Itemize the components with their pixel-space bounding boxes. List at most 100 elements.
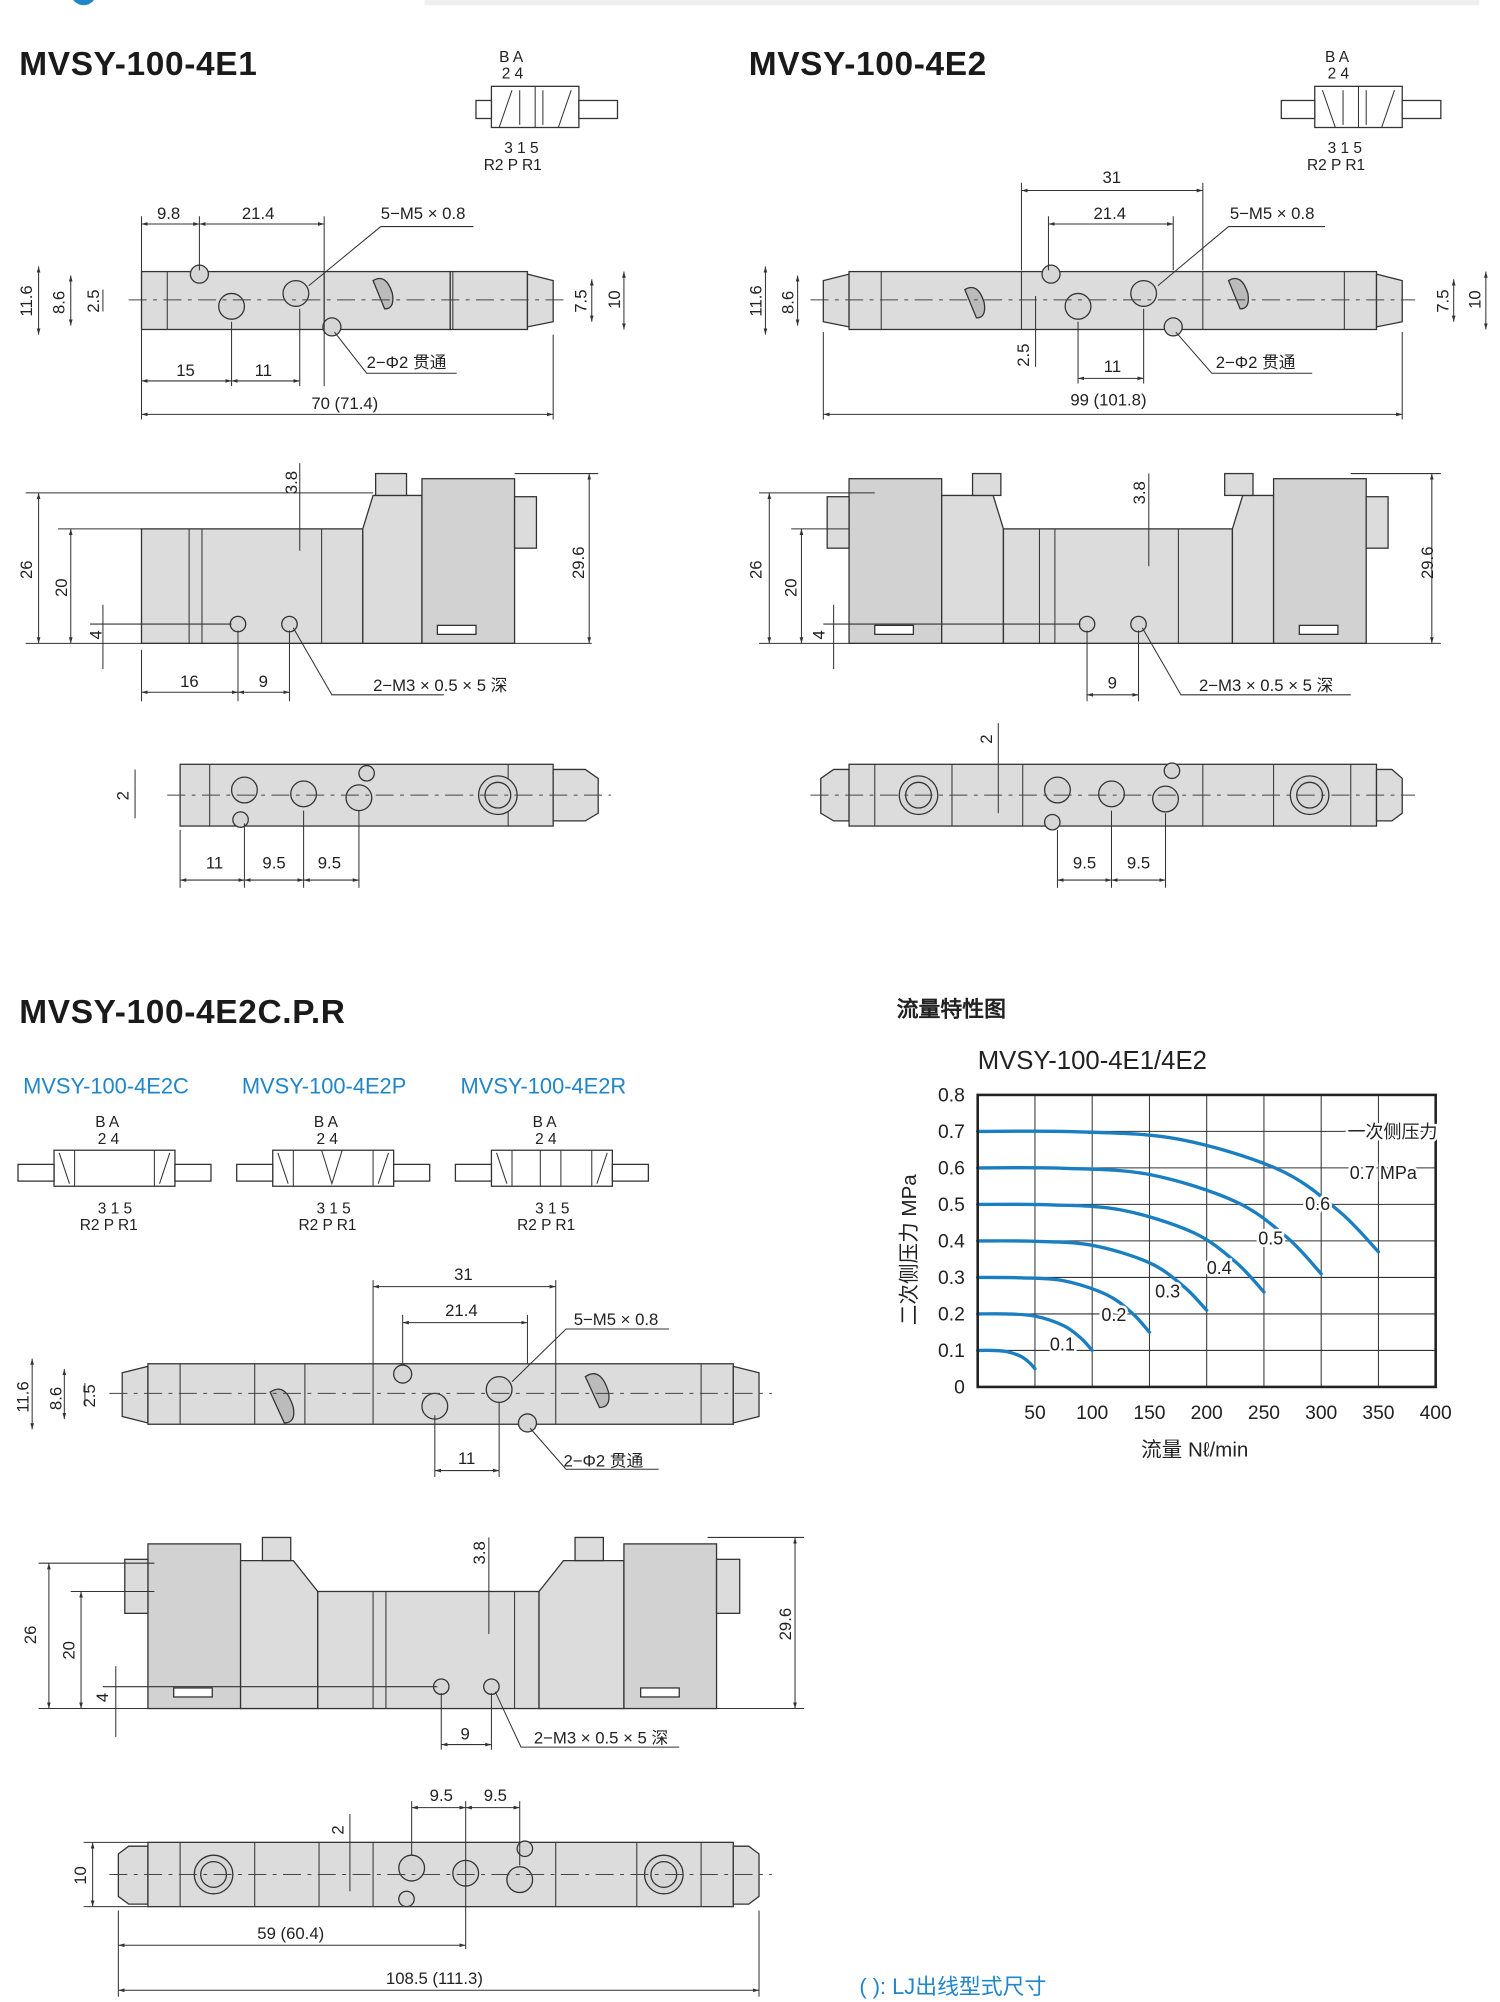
series-label: 0.4 (1207, 1258, 1232, 1278)
mount-hole (517, 1413, 538, 1433)
port-hole (218, 292, 246, 320)
solenoid-coil (147, 1543, 242, 1710)
port-numbers-top: 2 4 (316, 1131, 338, 1148)
port-letters-bottom: R2 P R1 (517, 1217, 575, 1234)
port-letters-top: B A (499, 49, 524, 66)
valve-symbol-box (53, 1149, 176, 1187)
y-tick-label: 0.2 (938, 1304, 965, 1325)
dim-label: 20 (781, 578, 800, 597)
variant-4e2c: MVSY-100-4E2C B A 2 4 3 1 5 R2 P R1 (17, 1074, 212, 1234)
variant-4e2r: MVSY-100-4E2R B A 2 4 3 1 5 R2 P R1 (454, 1074, 650, 1234)
side-view: 3.8 26 20 4 29.6 9 2−M3 × 0.5 × 5 深 (21, 1536, 805, 1750)
dim-label: 15 (176, 361, 195, 380)
dim-label: 21.4 (1093, 204, 1126, 223)
section-4e1: MVSY-100-4E1 B A 2 4 3 1 5 R2 P R1 (17, 46, 626, 888)
solenoid-right-icon (1401, 99, 1442, 120)
valve-symbol-box (490, 1149, 613, 1187)
dim-label: 9 (461, 1724, 470, 1743)
thread-hole (281, 615, 298, 633)
port-letters-bottom: R2 P R1 (1307, 157, 1365, 174)
y-tick-label: 0 (954, 1377, 965, 1398)
dim-label: 29.6 (569, 546, 588, 579)
dim-label: 3.8 (470, 1541, 489, 1564)
dim-label: 21.4 (445, 1301, 478, 1320)
section-title: MVSY-100-4E1 (19, 46, 257, 83)
manual-override-icon (1227, 277, 1249, 310)
series-curve-0.1 (976, 1348, 1037, 1371)
dim-label: 29.6 (776, 1608, 795, 1641)
port-hole (282, 279, 310, 307)
solenoid-right-icon (174, 1163, 212, 1182)
port-numbers-bottom: 3 1 5 (504, 140, 538, 157)
port-numbers-top: 2 4 (98, 1131, 120, 1148)
banner-logo-fragment (73, 0, 95, 6)
through-hole-callout: 2−Φ2 贯通 (1216, 353, 1296, 372)
chart-heading: 流量特性图 (897, 996, 1006, 1021)
series-label: 0.3 (1155, 1282, 1180, 1302)
dim-label: 9.5 (430, 1786, 453, 1805)
x-tick-label: 400 (1420, 1403, 1452, 1424)
x-tick-label: 250 (1248, 1403, 1280, 1424)
port-numbers-top: 2 4 (1328, 66, 1350, 83)
dim-label: 2.5 (1014, 344, 1033, 367)
mount-hole (1041, 264, 1061, 284)
series-label: 0.5 (1258, 1229, 1283, 1249)
dim-label: 16 (180, 672, 199, 691)
dim-label: 10 (1466, 290, 1485, 309)
series-curve-0.7 (976, 1129, 1381, 1254)
dim-label: 8.6 (779, 291, 798, 314)
solenoid-right-icon (393, 1163, 431, 1182)
dim-label: 31 (454, 1265, 473, 1284)
dim-label: 10 (71, 1866, 90, 1885)
dim-label: 8.6 (47, 1387, 66, 1410)
y-tick-label: 0.7 (938, 1122, 965, 1143)
variant-label: MVSY-100-4E2P (242, 1074, 406, 1099)
x-axis-label: 流量 Nℓ/min (1141, 1438, 1248, 1461)
dim-label: 9 (1108, 673, 1117, 692)
top-view: 9.8 21.4 5−M5 × 0.8 11.6 8.6 2.5 7.5 10 … (17, 204, 626, 420)
dim-label: 7.5 (572, 289, 591, 312)
dim-label: 21.4 (242, 204, 275, 223)
thread-callout: 5−M5 × 0.8 (381, 204, 466, 223)
section-4e2: MVSY-100-4E2 B A 2 4 3 1 5 R2 P R1 (747, 46, 1488, 888)
y-tick-label: 0.1 (938, 1341, 965, 1362)
solenoid-left-icon (1280, 99, 1316, 120)
port-numbers-bottom: 3 1 5 (316, 1200, 350, 1217)
x-tick-label: 50 (1024, 1403, 1045, 1424)
port-numbers-bottom: 3 1 5 (1328, 140, 1362, 157)
thread-callout: 2−M3 × 0.5 × 5 深 (373, 676, 507, 695)
series-curve-0.2 (976, 1312, 1094, 1353)
x-tick-label: 300 (1305, 1403, 1337, 1424)
dim-label: 2 (328, 1825, 347, 1834)
solenoid-right-icon (578, 99, 619, 120)
series-curve-0.3 (976, 1275, 1152, 1334)
dim-label: 11.6 (747, 285, 766, 316)
side-view: 3.8 26 20 4 29.6 16 9 2−M3 × 0.5 × 5 深 (17, 463, 599, 702)
dim-label: 26 (747, 560, 766, 579)
section-4e2cpr: MVSY-100-4E2C.P.R MVSY-100-4E2C B A 2 4 … (13, 994, 805, 1997)
valve-body (848, 270, 1378, 331)
port-hole (1064, 292, 1092, 320)
dim-label: 9.5 (262, 853, 285, 872)
dim-label: 20 (60, 1641, 79, 1660)
bottom-view: 2 11 9.5 9.5 (114, 763, 612, 888)
y-axis-label: 二次侧压力 MPa (898, 1174, 921, 1325)
solenoid-coil (848, 478, 943, 645)
port-hole (1130, 279, 1158, 307)
solenoid-right-icon (611, 1163, 650, 1182)
port-letters-top: B A (1325, 49, 1350, 66)
dim-label: 11 (1104, 357, 1121, 376)
x-tick-label: 350 (1362, 1403, 1394, 1424)
port-letters-bottom: R2 P R1 (80, 1217, 138, 1234)
overall-length-label: 70 (71.4) (311, 394, 378, 413)
mount-hole (393, 1364, 413, 1384)
series-curve-0.5 (976, 1202, 1266, 1294)
top-view: 31 21.4 5−M5 × 0.8 11.6 8.6 2.5 7.5 10 1… (747, 168, 1488, 420)
solenoid-left-icon (475, 99, 493, 120)
dim-label: 59 (60.4) (257, 1924, 324, 1943)
dim-label: 31 (1102, 168, 1121, 187)
series-curve-0.6 (976, 1166, 1323, 1276)
dim-label: 29.6 (1418, 546, 1437, 579)
